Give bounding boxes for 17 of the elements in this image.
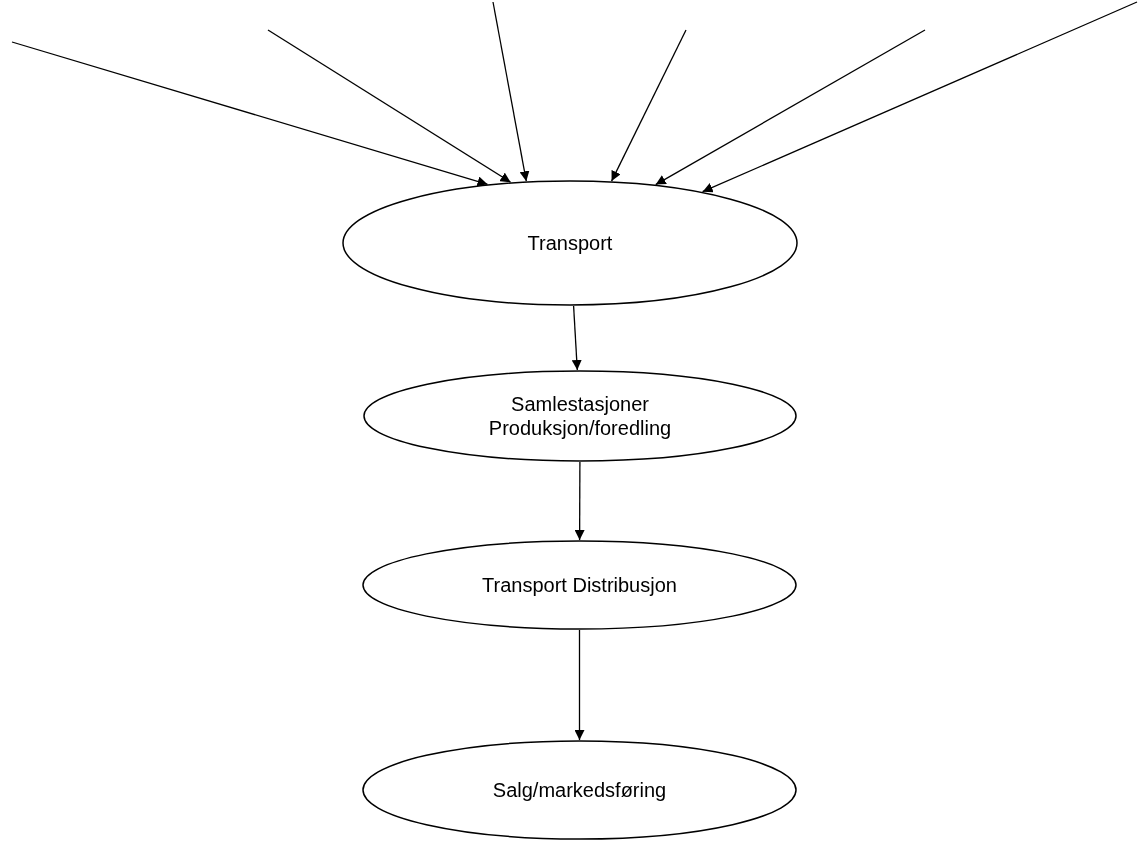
ellipse-node <box>362 540 797 630</box>
node-label: Transport Distribusjon <box>482 573 677 597</box>
ellipse-node <box>363 370 797 462</box>
arrow <box>492 1 530 182</box>
arrow <box>11 41 489 187</box>
ellipse-node <box>342 180 798 306</box>
arrow <box>701 1 1138 193</box>
ellipse-node <box>362 740 797 840</box>
arrow <box>655 29 926 186</box>
arrow <box>574 629 585 741</box>
arrow <box>571 305 582 371</box>
node-label: Transport <box>527 231 613 255</box>
node-label: Samlestasjoner Produksjon/foredling <box>487 392 673 440</box>
arrow <box>267 29 512 183</box>
node-label: Salg/markedsføring <box>492 778 667 802</box>
arrow <box>574 461 585 541</box>
arrow <box>610 29 687 182</box>
